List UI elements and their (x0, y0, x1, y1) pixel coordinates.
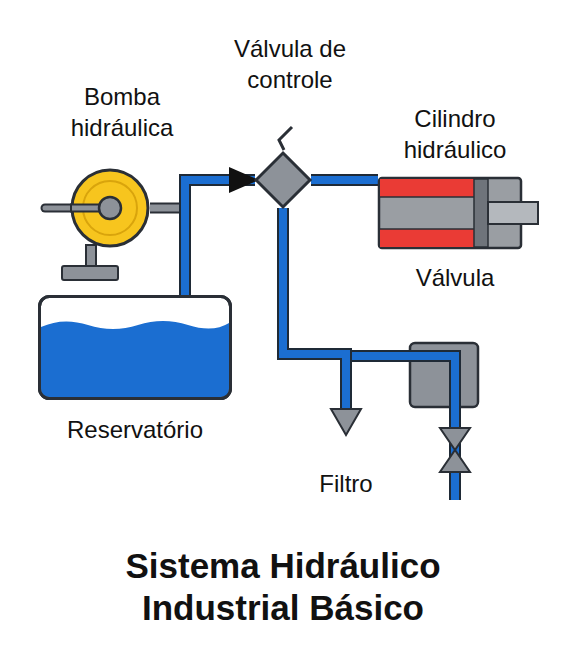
control-valve-shape (255, 152, 311, 208)
reservoir-shape (38, 295, 232, 400)
hydraulic-cylinder: Cilindro hidráulico (378, 177, 540, 249)
valve-lever (279, 127, 292, 150)
component-label: Cilindro hidráulico (380, 103, 530, 165)
pipe-connector (311, 180, 378, 181)
filter: Filtro (330, 408, 362, 436)
pipe-connector (283, 208, 346, 408)
filter-shape (330, 408, 362, 436)
hydraulic-cylinder-shape (378, 177, 540, 249)
gate-valve (440, 450, 470, 472)
gate-valve (440, 428, 470, 450)
hydraulic-pump-shape (70, 168, 150, 248)
reservoir: Reservatório (38, 295, 232, 400)
component-label: Bomba hidráulica (47, 81, 197, 143)
hydraulic-pump: Bomba hidráulica (70, 168, 150, 248)
pump-base (62, 266, 118, 280)
component-label: Filtro (271, 468, 421, 499)
pipe-connector (185, 167, 259, 295)
diagram-title: Sistema Hidráulico Industrial Básico (73, 545, 493, 629)
part-label: Válvula (380, 262, 530, 293)
control-valve: Válvula de controle (255, 152, 311, 208)
component-label: Válvula de controle (215, 33, 365, 95)
component-label: Reservatório (60, 414, 210, 445)
